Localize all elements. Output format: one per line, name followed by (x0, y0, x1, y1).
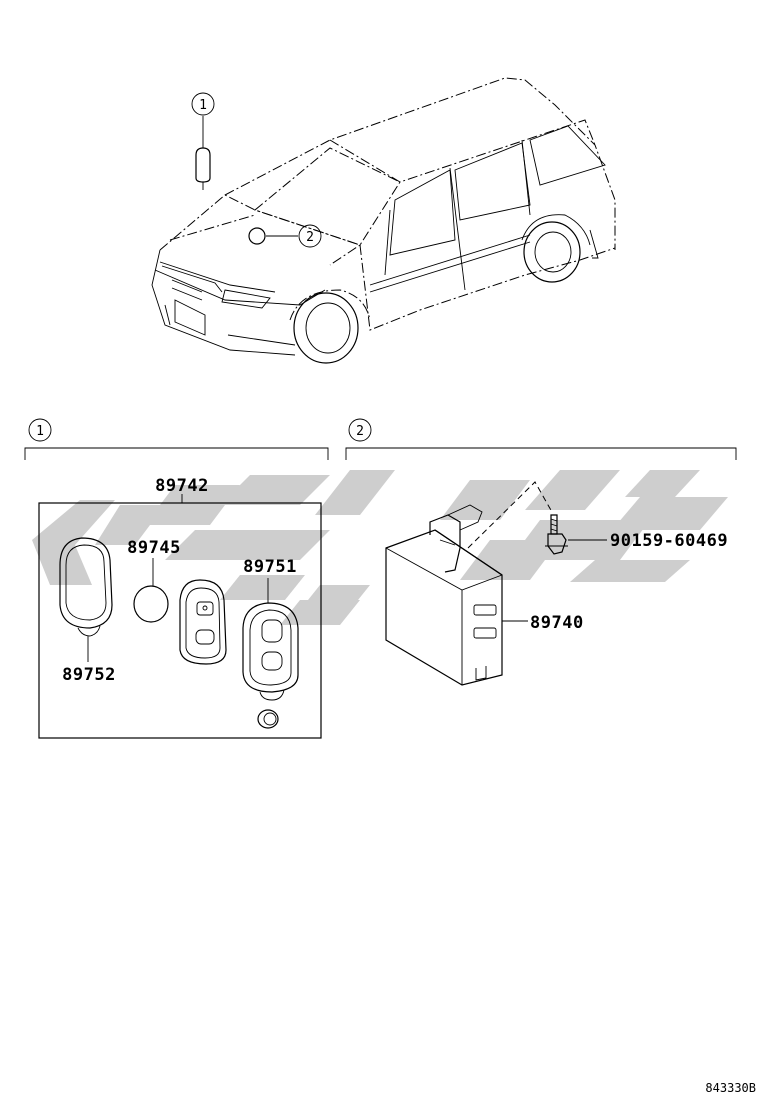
transmitter-button-pad (179, 579, 227, 665)
vehicle-illustration (151, 77, 616, 364)
diagram-reference-number: 843330B (705, 1081, 756, 1095)
bolt-90159-60469 (545, 514, 607, 555)
part-label-89752: 89752 (62, 665, 116, 685)
section-2-header: 2 (345, 418, 737, 460)
section-1-header: 1 (24, 418, 329, 460)
transmitter-case-89752 (59, 537, 113, 662)
vehicle-front-wheel (289, 289, 371, 364)
part-label-89742: 89742 (155, 476, 209, 496)
section-1-label: 1 (36, 424, 44, 439)
key-fob-small-icon (195, 116, 211, 190)
part-label-90159-60469: 90159-60469 (610, 531, 728, 551)
section-2-label: 2 (356, 424, 364, 439)
callout-2-label: 2 (306, 230, 314, 245)
vehicle-rear-wheel (521, 214, 599, 283)
receiver-location-marker (248, 227, 266, 245)
door-control-receiver-89740 (385, 504, 503, 686)
vehicle-roof-outline (224, 77, 616, 250)
part-label-89751: 89751 (243, 557, 297, 577)
transmitter-assembly-box (38, 502, 322, 739)
bolt-installation-line (467, 481, 553, 549)
battery-89745 (133, 558, 169, 623)
transmitter-89751 (242, 578, 299, 701)
callout-2: 2 (298, 224, 322, 248)
part-label-89745: 89745 (127, 538, 181, 558)
vehicle-side-window (389, 169, 456, 256)
vehicle-front-bumper (151, 249, 296, 356)
callout-1: 1 (191, 92, 215, 116)
part-label-89740: 89740 (530, 613, 584, 633)
callout-1-label: 1 (199, 98, 207, 113)
key-ring (257, 709, 279, 729)
